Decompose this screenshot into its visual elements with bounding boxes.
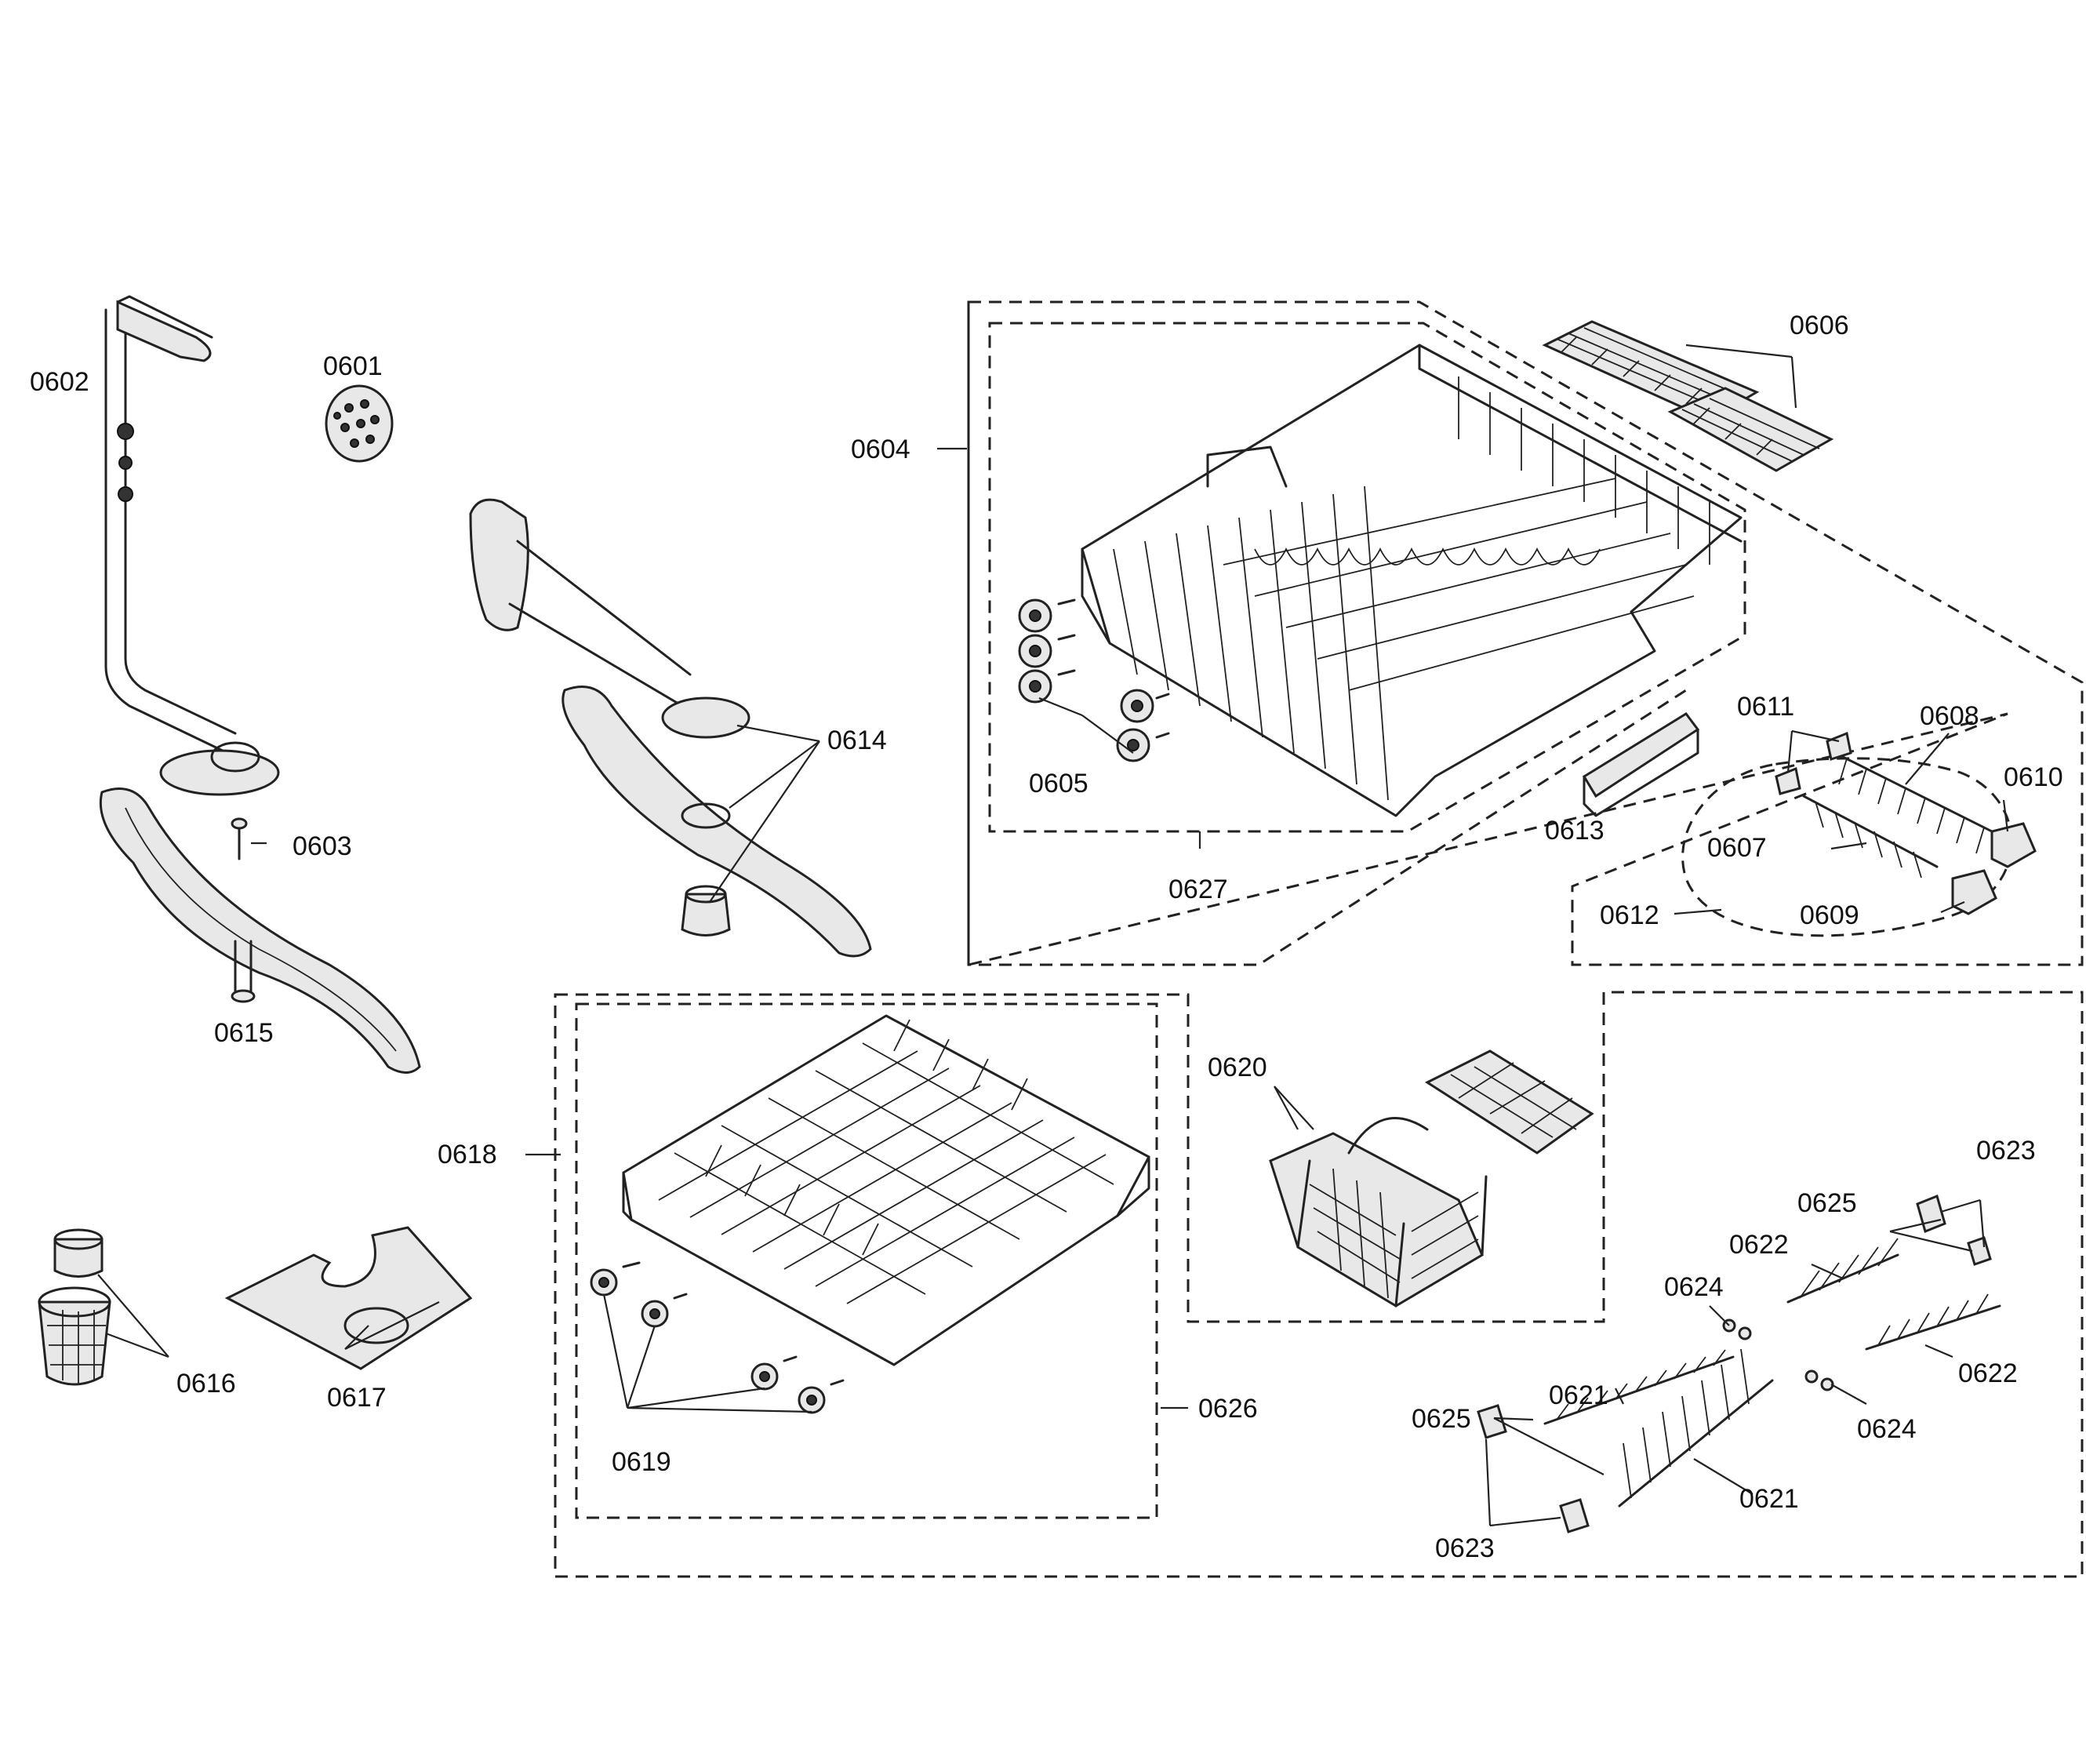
part-0613-handle [1582,712,1700,817]
part-0614-upper-spray-arm [469,498,872,958]
part-0619-lower-wheels [590,1261,845,1414]
label-0603: 0603 [293,831,352,861]
part-0615-lower-spray-arm [99,787,421,1074]
label-0622-lower: 0622 [1958,1358,2018,1388]
label-0619: 0619 [612,1447,671,1477]
label-0602: 0602 [30,367,89,397]
part-0602-supply-pipe [104,295,280,796]
label-0609: 0609 [1800,900,1859,930]
label-0604: 0604 [851,435,910,464]
label-0607: 0607 [1707,833,1767,863]
label-0624-lower: 0624 [1857,1414,1917,1444]
part-0620-cutlery-basket [1269,1049,1594,1308]
part-0601-filter-disc [325,384,394,463]
label-0623-lower: 0623 [1435,1533,1495,1563]
group-outline-0618 [554,991,2084,1578]
label-0613: 0613 [1545,816,1604,846]
label-0605: 0605 [1029,769,1088,798]
part-0627-upper-rack [1081,344,1743,817]
part-0622-tine-row-upper [1786,1238,1899,1304]
label-0618: 0618 [438,1140,497,1169]
label-0610: 0610 [2004,762,2063,792]
part-0607-tine-row [1802,795,1939,878]
part-0626-lower-rack [622,1014,1150,1366]
label-0621-upper: 0621 [1549,1380,1608,1410]
label-0627: 0627 [1168,875,1228,904]
label-0614: 0614 [827,726,887,755]
part-0608-tine-row [1833,751,2009,854]
label-0625-upper: 0625 [1797,1188,1857,1218]
label-0606: 0606 [1790,311,1849,340]
part-0603-screw [231,817,248,860]
label-0616: 0616 [176,1369,236,1398]
part-0605-rack-wheels [1018,598,1170,762]
label-0620: 0620 [1208,1053,1267,1082]
group-outline-0626 [575,1002,1158,1519]
part-0610-bracket [1990,822,2037,868]
group-outline-0604 [967,300,2084,966]
label-0617: 0617 [327,1383,387,1413]
label-0624-upper: 0624 [1664,1272,1724,1302]
part-0621-tine-row-lower [1618,1348,1774,1508]
part-0623-clip-upper [1916,1194,1992,1266]
part-0617-cover-plate [224,1226,473,1370]
label-0625-lower: 0625 [1412,1404,1471,1434]
label-0615: 0615 [214,1018,274,1048]
label-0601: 0601 [323,351,383,381]
label-0608: 0608 [1920,701,1979,731]
part-0609-bracket [1951,869,1997,915]
label-0622-upper: 0622 [1729,1230,1789,1260]
leader-lines [97,344,2009,1527]
group-outline-0612 [1681,757,2013,937]
part-0623-clip-lower [1477,1404,1590,1533]
label-0623-upper: 0623 [1976,1136,2036,1166]
part-0606-cup-shelves [1542,320,1834,472]
part-0624-pins [1722,1318,1834,1391]
group-outline-0604-main [967,302,1687,966]
part-0621-tine-row-upper [1543,1349,1735,1425]
label-0626: 0626 [1198,1394,1258,1424]
label-0611: 0611 [1737,692,1794,722]
part-0622-tine-row-lower [1865,1293,2001,1351]
part-0616-filter-set [38,1228,111,1386]
label-0612: 0612 [1600,900,1659,930]
group-outline-0627 [988,322,1746,833]
label-0621-lower: 0621 [1739,1484,1799,1514]
